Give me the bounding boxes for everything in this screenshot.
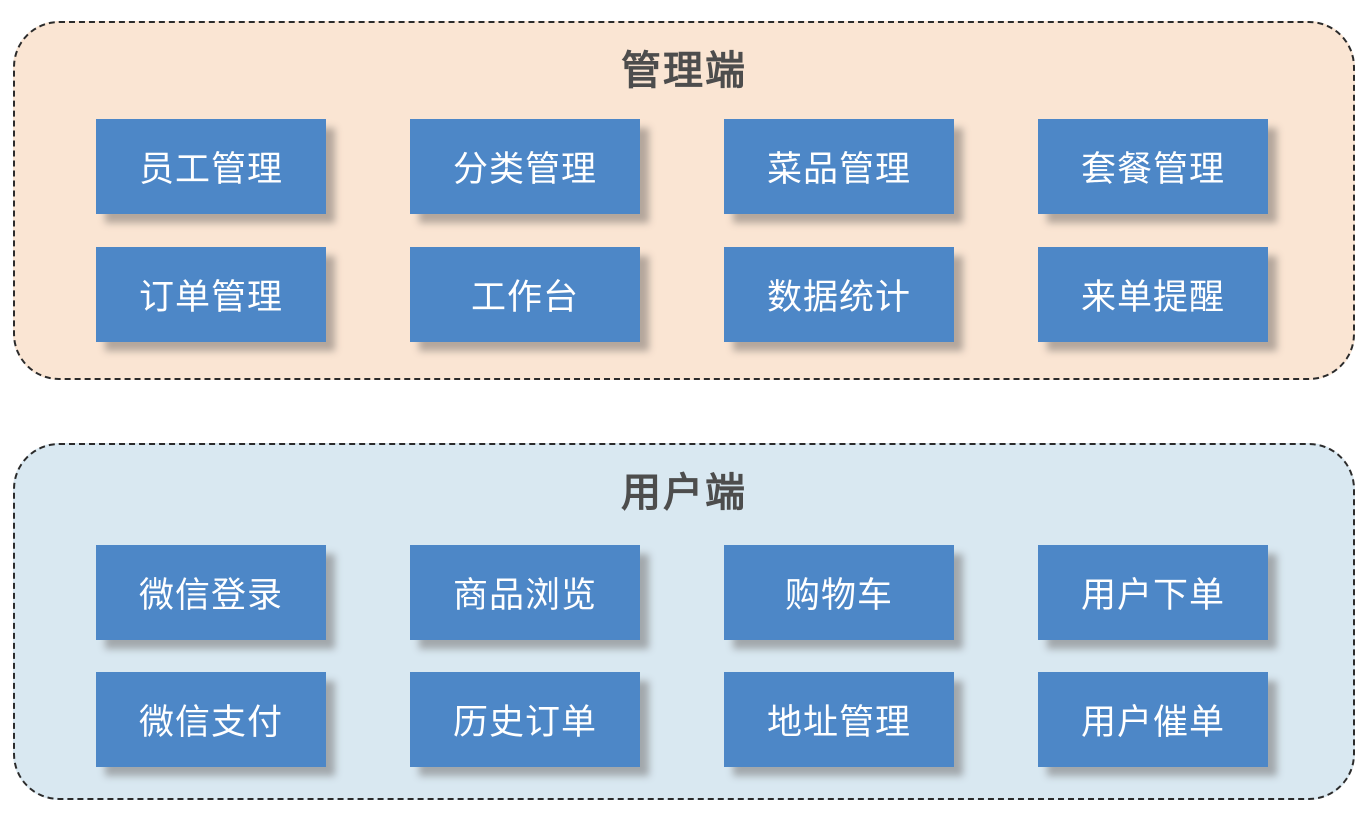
box-setmeal-management: 套餐管理 [1038,119,1268,214]
box-address-management: 地址管理 [724,672,954,767]
user-row-1: 微信登录 商品浏览 购物车 用户下单 [96,545,1268,640]
box-employee-management: 员工管理 [96,119,326,214]
box-wechat-pay: 微信支付 [96,672,326,767]
box-order-management: 订单管理 [96,247,326,342]
user-section: 用户端 微信登录 商品浏览 购物车 用户下单 微信支付 历史订单 地址管理 用户… [13,443,1355,800]
box-order-reminder: 来单提醒 [1038,247,1268,342]
box-product-browsing: 商品浏览 [410,545,640,640]
box-user-order: 用户下单 [1038,545,1268,640]
admin-section: 管理端 员工管理 分类管理 菜品管理 套餐管理 订单管理 工作台 数据统计 来单… [13,21,1355,380]
box-category-management: 分类管理 [410,119,640,214]
user-section-title: 用户端 [621,471,747,515]
box-user-urge-order: 用户催单 [1038,672,1268,767]
admin-row-2: 订单管理 工作台 数据统计 来单提醒 [96,247,1268,342]
box-order-history: 历史订单 [410,672,640,767]
box-data-statistics: 数据统计 [724,247,954,342]
box-workbench: 工作台 [410,247,640,342]
box-shopping-cart: 购物车 [724,545,954,640]
box-dish-management: 菜品管理 [724,119,954,214]
user-row-2: 微信支付 历史订单 地址管理 用户催单 [96,672,1268,767]
admin-section-title: 管理端 [621,49,747,93]
box-wechat-login: 微信登录 [96,545,326,640]
admin-row-1: 员工管理 分类管理 菜品管理 套餐管理 [96,119,1268,214]
